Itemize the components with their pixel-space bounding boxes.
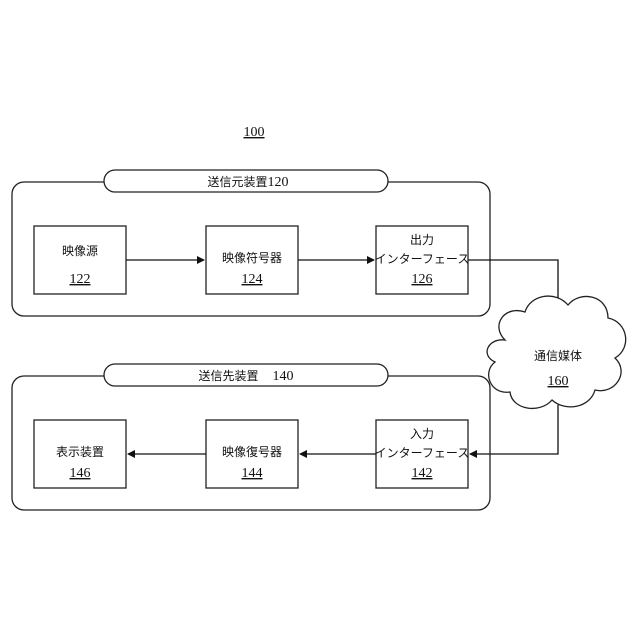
input-interface-line1: 入力 xyxy=(410,427,434,441)
communication-medium-ref: 160 xyxy=(548,374,569,389)
video-encoder-ref: 124 xyxy=(242,272,263,287)
arrow-medium-to-input xyxy=(470,405,558,454)
destination-device-title: 送信先装置140 xyxy=(198,368,293,384)
output-interface-line2: インターフェース xyxy=(375,252,470,266)
output-interface-ref: 126 xyxy=(412,272,433,287)
display-device-ref: 146 xyxy=(70,466,91,481)
communication-medium-label: 通信媒体 xyxy=(534,349,582,363)
video-encoder-label: 映像符号器 xyxy=(222,250,282,265)
input-interface-line2: インターフェース xyxy=(375,446,470,460)
video-decoder-ref: 144 xyxy=(242,466,263,481)
input-interface-ref: 142 xyxy=(412,466,433,481)
source-device-title: 送信元装置120 xyxy=(207,174,288,190)
output-interface-line1: 出力 xyxy=(410,233,434,247)
destination-device-container xyxy=(12,376,490,510)
figure-ref: 100 xyxy=(244,125,265,140)
display-device-label: 表示装置 xyxy=(56,445,104,459)
video-source-label: 映像源 xyxy=(62,244,98,258)
video-decoder-label: 映像復号器 xyxy=(222,444,282,459)
video-source-ref: 122 xyxy=(70,272,91,287)
